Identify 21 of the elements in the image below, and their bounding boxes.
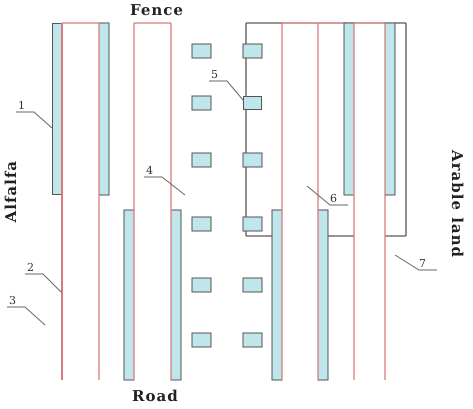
tree-square [243, 96, 262, 110]
callout-number: 1 [18, 100, 25, 112]
leader-line [394, 254, 438, 270]
leader-line [208, 80, 244, 100]
leader-line [6, 306, 46, 326]
boundary-line [61, 23, 63, 380]
leader-line [144, 176, 186, 196]
callout-number: 4 [146, 165, 153, 177]
leader-line [24, 274, 62, 292]
fence-label: Fence [130, 1, 184, 19]
callout-number: 3 [9, 295, 16, 307]
hedge-strip [52, 23, 62, 195]
leader-line [306, 186, 348, 206]
leader-line [16, 112, 52, 128]
callout-number: 2 [27, 262, 34, 274]
callout-number: 5 [211, 69, 218, 81]
side-label: Arable land [448, 150, 466, 258]
callout-number: 6 [330, 193, 337, 205]
side-label: Alfalfa [2, 160, 20, 222]
road-label: Road [132, 387, 179, 405]
callout-number: 7 [419, 258, 426, 270]
